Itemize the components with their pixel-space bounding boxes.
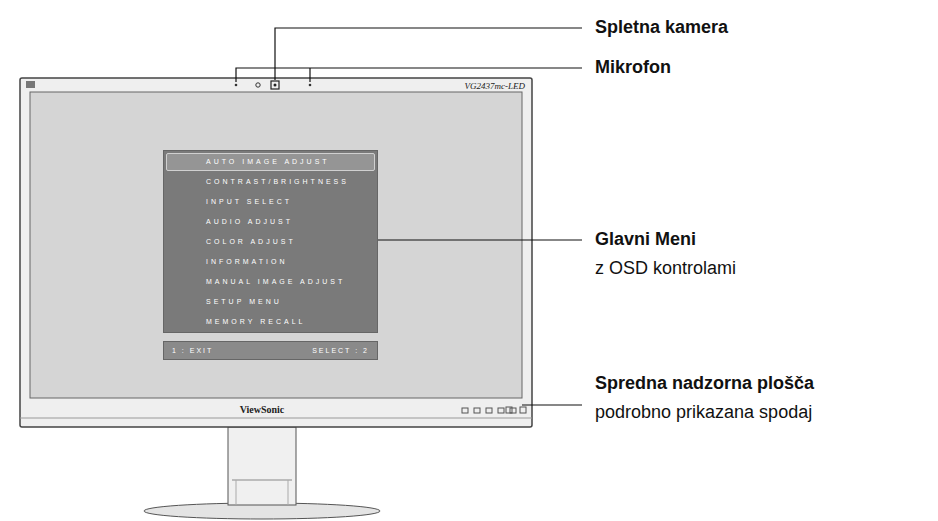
callout-label: Mikrofon — [595, 57, 671, 78]
callout-note: podrobno prikazana spodaj — [595, 402, 812, 423]
menu-item: MEMORY RECALL — [206, 317, 305, 327]
model-name: VG2437mc-LED — [465, 81, 526, 91]
menu-item: SETUP MENU — [206, 297, 282, 307]
menu-item: AUTO IMAGE ADJUST — [206, 157, 330, 167]
brand-logo: ViewSonic — [240, 404, 285, 415]
menu-item: INFORMATION — [206, 257, 287, 267]
microphone — [235, 84, 238, 87]
callout-label: Glavni Meni — [595, 229, 696, 250]
monitor-frame: VG2437mc-LED ViewSonic AUTO IMAGE ADJUST CO… — [20, 78, 532, 427]
stand-neck — [228, 427, 296, 505]
monitor-bezel — [20, 78, 532, 427]
callout-note: z OSD kontrolami — [595, 258, 736, 279]
menu-item: MANUAL IMAGE ADJUST — [206, 277, 345, 287]
callout-label: Spletna kamera — [595, 17, 728, 38]
osd-main-menu: AUTO IMAGE ADJUST CONTRAST/BRIGHTNESS INPU… — [163, 150, 378, 333]
menu-item: AUDIO ADJUST — [206, 217, 293, 227]
menu-hint: SELECT : 2 — [312, 346, 369, 356]
menu-item: COLOR ADJUST — [206, 237, 296, 247]
menu-hint: 1 : EXIT — [172, 346, 213, 356]
indicator-led — [256, 83, 260, 87]
menu-item: INPUT SELECT — [206, 197, 292, 207]
microphone — [309, 84, 312, 87]
control-buttons — [506, 407, 526, 413]
screen — [30, 92, 522, 398]
webcam — [271, 81, 279, 89]
callout-label: Spredna nadzorna plošča — [595, 373, 814, 394]
menu-item: CONTRAST/BRIGHTNESS — [206, 177, 349, 187]
menu-footer: 1 : EXIT SELECT : 2 — [163, 341, 378, 360]
